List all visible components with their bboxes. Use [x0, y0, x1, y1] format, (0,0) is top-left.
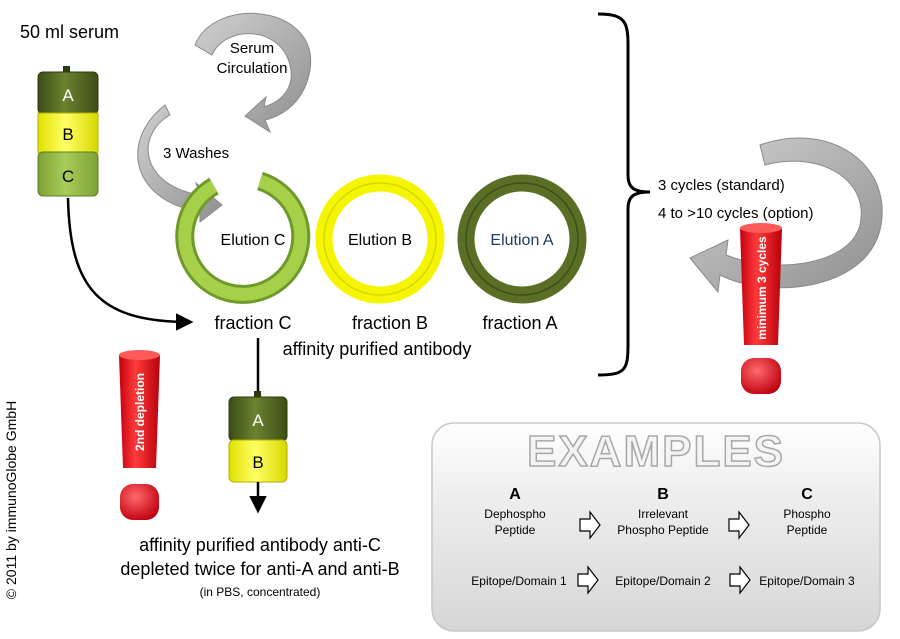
- example-a-line2: Peptide: [495, 523, 536, 537]
- example-c-letter: C: [801, 486, 813, 503]
- fraction-a-label: fraction A: [482, 313, 557, 333]
- result-line1: affinity purified antibody anti-C: [139, 535, 381, 555]
- second-depletion-warning: [119, 350, 160, 520]
- serum-circulation-line2: Circulation: [217, 60, 288, 77]
- epitope-1: Epitope/Domain 1: [471, 574, 567, 588]
- example-arrow-1: [579, 510, 601, 540]
- example-b-line1: Irrelevant: [638, 507, 689, 521]
- column1-label-c: C: [62, 167, 74, 186]
- fraction-c-label: fraction C: [214, 313, 291, 333]
- washes-label: 3 Washes: [163, 145, 229, 162]
- serum-circulation-line1: Serum: [230, 40, 274, 57]
- example-a-line1: Dephospho: [484, 507, 546, 521]
- example-arrow-2: [728, 510, 750, 540]
- washes-arrow: [137, 104, 223, 224]
- example-arrow-3: [577, 565, 599, 595]
- serum-circulation-arrow: [194, 12, 312, 134]
- column1-segment-c: [37, 151, 99, 197]
- cycles-option: 4 to >10 cycles (option): [658, 205, 814, 222]
- epitope-3: Epitope/Domain 3: [759, 574, 855, 588]
- epitope-2: Epitope/Domain 2: [615, 574, 711, 588]
- minimum-cycles-label: minimum 3 cycles: [755, 236, 769, 340]
- arrow-to-fraction-c: [66, 197, 194, 331]
- example-c-line1: Phospho: [783, 507, 831, 521]
- depletion-column: A B: [228, 391, 288, 483]
- elution-a-label: Elution A: [490, 232, 553, 249]
- serum-column: A B C: [37, 66, 99, 197]
- elution-ring-c: [175, 171, 311, 304]
- result-note: (in PBS, concentrated): [200, 585, 321, 599]
- column1-segment-b: [37, 112, 99, 154]
- example-c-line2: Peptide: [787, 523, 828, 537]
- example-arrow-4: [729, 565, 751, 595]
- cycles-standard: 3 cycles (standard): [658, 177, 785, 194]
- elution-c-label: Elution C: [221, 232, 286, 249]
- examples-box: EXAMPLES A Dephospho Peptide B Irrelevan…: [431, 422, 881, 632]
- elution-b-label: Elution B: [348, 232, 412, 249]
- serum-label: 50 ml serum: [20, 22, 119, 42]
- result-line2: depleted twice for anti-A and anti-B: [120, 559, 399, 579]
- column2-label-a: A: [252, 411, 264, 430]
- column1-label-a: A: [62, 86, 74, 105]
- examples-title: EXAMPLES: [527, 427, 785, 476]
- fraction-b-label: fraction B: [352, 313, 428, 333]
- example-a-letter: A: [509, 486, 521, 503]
- second-depletion-label: 2nd depletion: [133, 373, 147, 451]
- affinity-purified-label: affinity purified antibody: [283, 339, 472, 359]
- minimum-cycles-warning: [740, 223, 782, 394]
- example-b-line2: Phospho Peptide: [617, 523, 709, 537]
- cycle-arrow: [689, 137, 883, 294]
- column2-label-b: B: [252, 453, 263, 472]
- cycle-bracket: [597, 12, 651, 377]
- column1-label-b: B: [62, 125, 73, 144]
- copyright: © 2011 by immunoGlobe GmbH: [3, 401, 19, 599]
- example-b-letter: B: [657, 486, 669, 503]
